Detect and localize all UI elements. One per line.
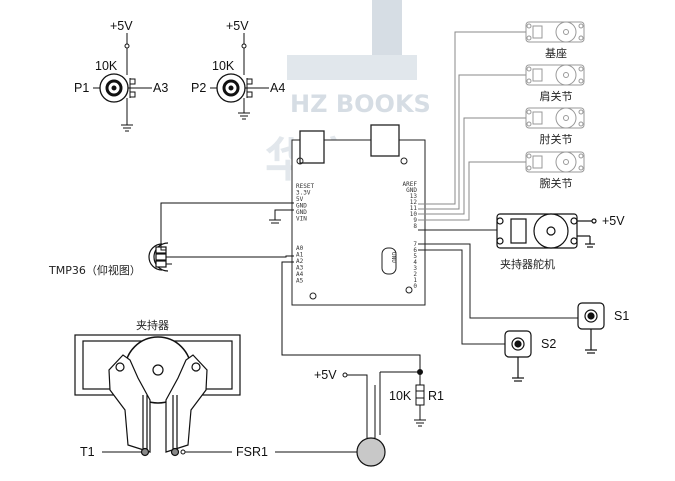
p1-value-label: 10K	[95, 59, 118, 73]
servo-icon	[525, 151, 585, 173]
fsr-pad	[356, 437, 386, 467]
servo-icon	[525, 107, 585, 129]
signal-wires	[418, 229, 583, 345]
potentiometer-p1: +5V 10K P1 A3	[74, 19, 168, 132]
pin-label-power: VIN	[296, 216, 307, 223]
pin-label-digital: 10	[410, 211, 418, 218]
r1-name-label: R1	[428, 389, 444, 403]
gripper-servo-supply: +5V	[602, 214, 625, 228]
fsr-wires	[281, 261, 426, 438]
tmp36-sensor: TMP36（仰视图）	[48, 202, 294, 277]
pin-label-digital: 9	[413, 217, 417, 224]
board-model-label: UNO	[390, 252, 397, 263]
switch-s2: S2	[504, 330, 556, 382]
tmp36-label: TMP36（仰视图）	[48, 263, 141, 277]
pin-label-analog: A3	[296, 265, 304, 272]
pin-label-power: 5V	[296, 196, 304, 203]
watermark-brand: HZ BOOKS	[290, 90, 431, 118]
pin-label-digital: 5	[413, 253, 417, 260]
pin-label-digital: 8	[413, 223, 417, 230]
servo-icon	[525, 64, 585, 86]
servo-label: 基座	[545, 46, 567, 60]
switch-s1: S1	[577, 302, 629, 354]
pin-label-digital: 12	[410, 199, 418, 206]
pin-label-digital: 3	[413, 265, 417, 272]
pin-label-digital: 4	[413, 259, 417, 266]
s2-label: S2	[541, 337, 556, 351]
pin-label-analog: A5	[296, 278, 304, 285]
arduino-board: UNO	[291, 124, 426, 306]
servo-label: 肩关节	[540, 89, 573, 103]
p1-pin-label: A3	[153, 81, 168, 95]
servo-label: 肘关节	[540, 132, 573, 146]
servo-icon	[525, 21, 585, 43]
p2-pin-label: A4	[270, 81, 285, 95]
pin-label-digital: 1	[413, 277, 417, 284]
pin-label-analog: A2	[296, 258, 304, 265]
pin-label-power: RESET	[296, 183, 314, 190]
gripper-servo-label: 夹持器舵机	[500, 257, 555, 271]
usb-port	[299, 130, 325, 164]
gripper-assembly: 夹持器 T1 FSR1	[74, 318, 357, 459]
pin-label-analog: A4	[296, 271, 304, 278]
uno-logo	[381, 247, 397, 275]
p1-name-label: P1	[74, 81, 89, 95]
gripper-title: 夹持器	[136, 318, 169, 332]
p1-supply-label: +5V	[110, 19, 133, 33]
fsr-label: FSR1	[236, 445, 268, 459]
p2-supply-label: +5V	[226, 19, 249, 33]
s1-label: S1	[614, 309, 629, 323]
servo-label: 腕关节	[540, 176, 573, 190]
pin-label-digital: 7	[413, 241, 417, 248]
p2-name-label: P2	[191, 81, 206, 95]
pin-label-digital: 11	[410, 205, 418, 212]
pin-label-analog: A0	[296, 245, 304, 252]
servo-wires	[418, 31, 526, 221]
fsr-labels: +5V 10K R1	[314, 368, 444, 406]
r1-value-label: 10K	[389, 389, 412, 403]
p2-value-label: 10K	[212, 59, 235, 73]
pin-label-digital: 2	[413, 271, 417, 278]
power-jack	[370, 124, 400, 157]
pin-label-digital: AREF	[403, 181, 418, 188]
pin-label-power: GND	[296, 203, 307, 210]
touch-sensor-label: T1	[80, 445, 95, 459]
pin-label-power: GND	[296, 209, 307, 216]
fsr-supply-label: +5V	[314, 368, 337, 382]
pin-label-analog: A1	[296, 252, 304, 259]
pin-label-digital: 13	[410, 193, 418, 200]
pin-label-digital: GND	[406, 187, 417, 194]
potentiometer-p2: +5V 10K P2 A4	[191, 19, 285, 120]
gripper-servo: +5V 夹持器舵机	[496, 213, 625, 271]
pin-label-digital: 0	[413, 283, 417, 290]
resistor-r1	[415, 384, 425, 406]
pin-label-digital: 6	[413, 247, 417, 254]
pin-label-power: 3.3V	[296, 190, 311, 197]
